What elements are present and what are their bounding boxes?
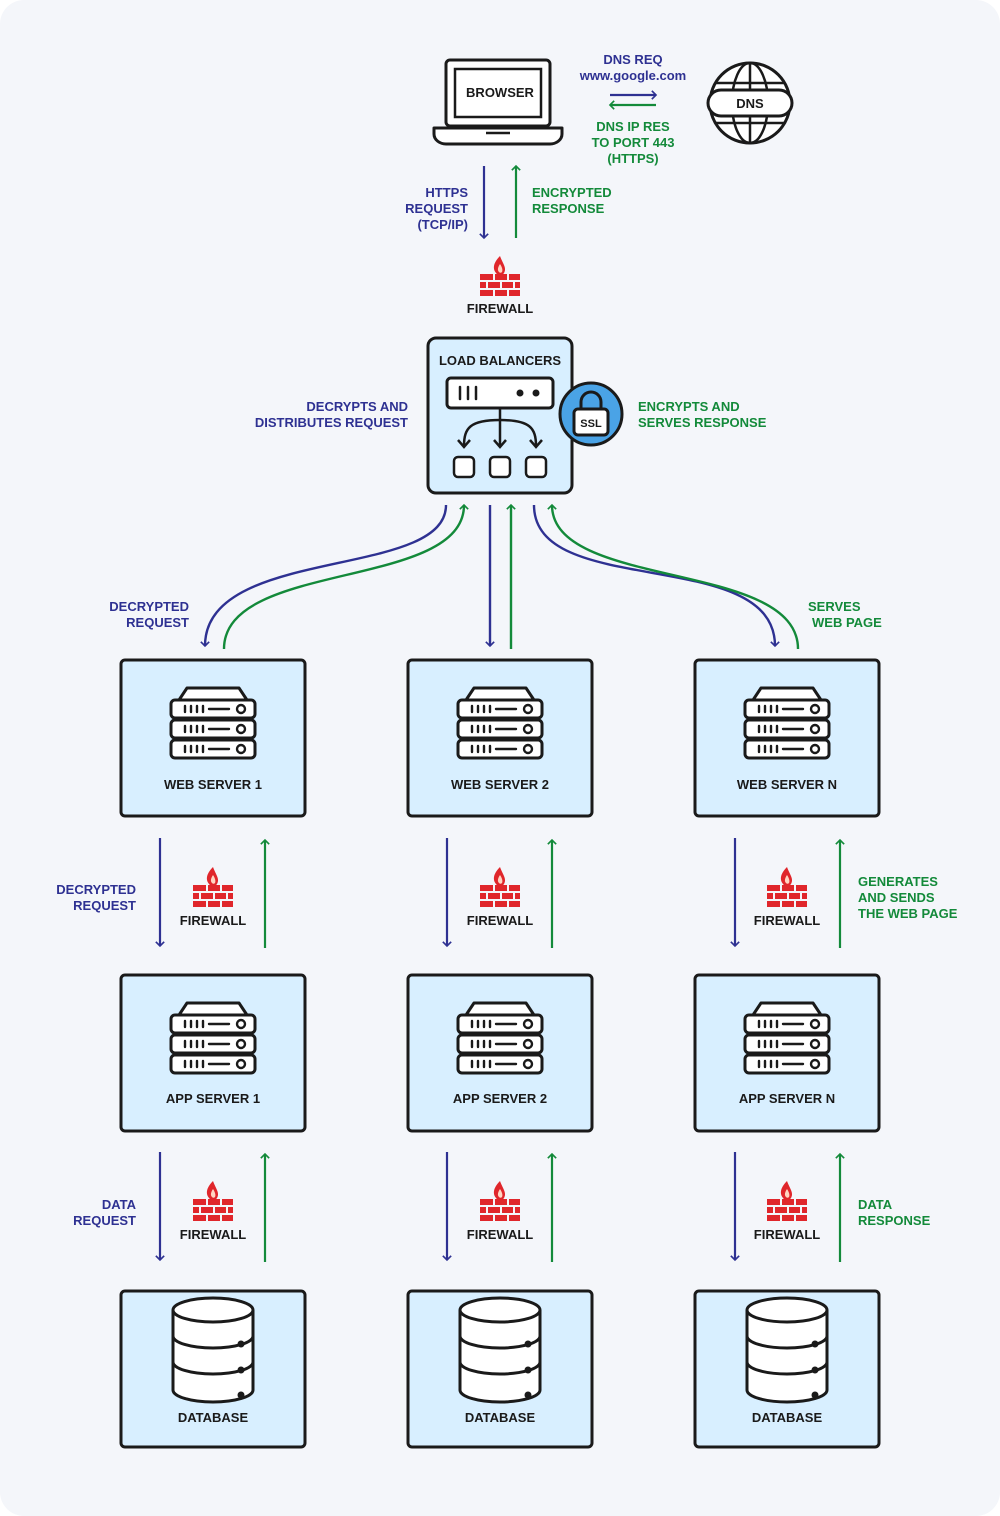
firewall-icon <box>479 1180 521 1222</box>
firewall-icon <box>479 866 521 908</box>
firewall-label: FIREWALL <box>467 301 533 316</box>
data-request-label-1: DATA <box>102 1197 137 1212</box>
web-server-n-label: WEB SERVER N <box>737 777 837 792</box>
data-response-label-2: RESPONSE <box>858 1213 931 1228</box>
web1-to-lb-arrow <box>222 503 469 650</box>
load-balancer-icon <box>445 376 555 479</box>
database-1-box[interactable] <box>119 1289 307 1449</box>
dns-label: DNS <box>736 96 764 111</box>
https-request-label-3: (TCP/IP) <box>417 217 468 232</box>
app-server-2-box[interactable] <box>406 973 594 1133</box>
browser-laptop-icon[interactable] <box>432 58 564 146</box>
app-server-n-label: APP SERVER N <box>739 1091 835 1106</box>
lb-encrypts-label-2: SERVES RESPONSE <box>638 415 767 430</box>
encrypted-response-label-2: RESPONSE <box>532 201 605 216</box>
generates-label-1: GENERATES <box>858 874 938 889</box>
web-server-2-box[interactable] <box>406 658 594 818</box>
browser-label: BROWSER <box>466 85 535 100</box>
firewall-label: FIREWALL <box>467 913 533 928</box>
lb-to-webn-arrow <box>532 504 780 648</box>
lb-decrypts-label-2: DISTRIBUTES REQUEST <box>255 415 408 430</box>
web-server-2-label: WEB SERVER 2 <box>451 777 549 792</box>
database-n-box[interactable] <box>693 1289 881 1449</box>
webn-to-lb-arrow <box>547 503 800 650</box>
firewall-icon <box>192 866 234 908</box>
https-request-label-2: REQUEST <box>405 201 468 216</box>
database-1-label: DATABASE <box>178 1410 249 1425</box>
lb-encrypts-label-1: ENCRYPTS AND <box>638 399 740 414</box>
firewall-icon <box>479 255 521 297</box>
lb-to-web1-arrow <box>200 504 448 648</box>
firewall-icon <box>766 1180 808 1222</box>
app-server-1-label: APP SERVER 1 <box>166 1091 260 1106</box>
database-n-label: DATABASE <box>752 1410 823 1425</box>
database-2-box[interactable] <box>406 1289 594 1449</box>
web-server-1-box[interactable] <box>119 658 307 818</box>
firewall-icon <box>766 866 808 908</box>
web-app-request-label-1: DECRYPTED <box>56 882 136 897</box>
firewall-label: FIREWALL <box>754 913 820 928</box>
firewall-label: FIREWALL <box>180 1227 246 1242</box>
firewall-label: FIREWALL <box>467 1227 533 1242</box>
generates-label-3: THE WEB PAGE <box>858 906 958 921</box>
load-balancer-title: LOAD BALANCERS <box>439 353 561 368</box>
web-server-n-box[interactable] <box>693 658 881 818</box>
database-2-label: DATABASE <box>465 1410 536 1425</box>
serves-web-page-label-2: WEB PAGE <box>812 615 882 630</box>
serves-web-page-label-1: SERVES <box>808 599 861 614</box>
firewall-label: FIREWALL <box>180 913 246 928</box>
dns-globe-icon[interactable] <box>706 61 794 145</box>
encrypted-response-label-1: ENCRYPTED <box>532 185 612 200</box>
firewall-icon <box>192 1180 234 1222</box>
firewall-label: FIREWALL <box>754 1227 820 1242</box>
app-server-1-box[interactable] <box>119 973 307 1133</box>
dns-req-domain: www.google.com <box>579 68 686 83</box>
dns-res-port: TO PORT 443 <box>592 135 675 150</box>
dns-res-label: DNS IP RES <box>596 119 670 134</box>
dns-req-label: DNS REQ <box>603 52 662 67</box>
ssl-lock-icon <box>558 381 624 447</box>
data-request-label-2: REQUEST <box>73 1213 136 1228</box>
app-server-n-box[interactable] <box>693 973 881 1133</box>
decrypted-request-label-2: REQUEST <box>126 615 189 630</box>
decrypted-request-label-1: DECRYPTED <box>109 599 189 614</box>
web-app-request-label-2: REQUEST <box>73 898 136 913</box>
generates-label-2: AND SENDS <box>858 890 935 905</box>
https-request-label-1: HTTPS <box>425 185 468 200</box>
ssl-label: SSL <box>580 418 602 430</box>
web-server-1-label: WEB SERVER 1 <box>164 777 262 792</box>
app-server-2-label: APP SERVER 2 <box>453 1091 547 1106</box>
dns-res-protocol: (HTTPS) <box>607 151 658 166</box>
data-response-label-1: DATA <box>858 1197 893 1212</box>
lb-decrypts-label-1: DECRYPTS AND <box>306 399 408 414</box>
